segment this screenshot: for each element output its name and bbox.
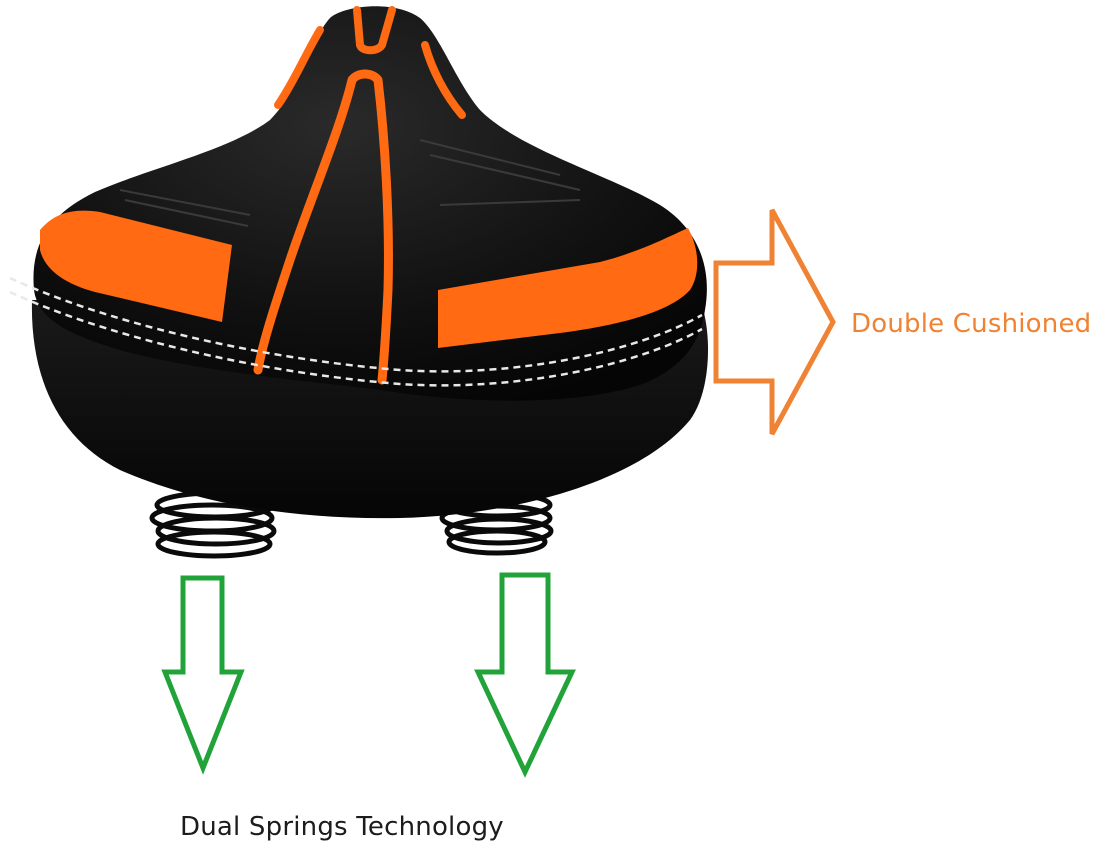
cushion-arrow-right-icon bbox=[713, 208, 836, 436]
orange-panel-right bbox=[438, 228, 698, 348]
stitching-upper bbox=[9, 276, 703, 373]
double-cushioned-label: Double Cushioned bbox=[851, 309, 1092, 339]
orange-stripe-nose-left bbox=[274, 26, 324, 109]
orange-stripe-center-right bbox=[373, 75, 393, 385]
seat-upper-cushion bbox=[33, 6, 707, 401]
spring-arrow-right-down-icon bbox=[474, 572, 576, 778]
spring-arrow-left-down-icon bbox=[161, 575, 245, 775]
orange-panel-left bbox=[40, 210, 232, 322]
dual-springs-label: Dual Springs Technology bbox=[180, 812, 504, 842]
orange-stripe-nose-right bbox=[421, 41, 466, 119]
embossed-pattern bbox=[119, 139, 581, 227]
orange-stripe-nose-cap bbox=[348, 69, 382, 84]
orange-stripe-center-left bbox=[253, 75, 357, 375]
stitching-lower bbox=[9, 290, 703, 387]
orange-nose-loop bbox=[353, 6, 396, 55]
